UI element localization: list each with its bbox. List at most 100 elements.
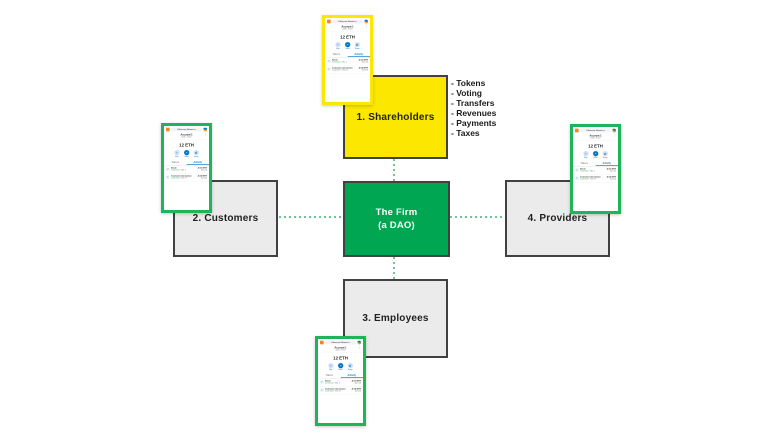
tx-status: Confirmed (332, 69, 341, 72)
kebab-menu-icon: ⋮ (365, 25, 369, 29)
account-avatar (364, 19, 369, 24)
kebab-menu-icon: ⋮ (358, 346, 362, 350)
chevron-down-icon: ▾ (348, 341, 350, 344)
wallet-balance: 12 ETH (340, 34, 355, 40)
tx-status: Confirmed (325, 390, 334, 393)
feature-item: - Revenues (451, 108, 497, 118)
transaction-row: ↗ Send Confirmed · Mar 1 -0.01 ETH -$12.… (318, 378, 363, 387)
transaction-list: ↗ Send Confirmed · Mar 1 -0.01 ETH -$12.… (164, 165, 209, 182)
network-label: Ethereum Mainnet (338, 20, 355, 23)
firm-line2: (a DAO) (378, 220, 415, 231)
account-row: Account 1 0x8C...F2a1 ⋮ (164, 133, 209, 140)
account-name: Account 1 (180, 133, 193, 137)
tx-amount-fiat: -$12.10 (361, 61, 369, 64)
wallet-screenshot-employees: Ethereum Mainnet ▾ Account 1 0x8C...F2a1… (315, 336, 366, 426)
contract-tx-icon: ≡ (327, 67, 331, 72)
wallet-tabs: Tokens Activity (325, 52, 370, 58)
kebab-menu-icon: ⋮ (613, 134, 617, 138)
account-avatar (357, 340, 362, 345)
send-tx-icon: ↗ (320, 380, 324, 385)
node-providers: 4. Providers (505, 180, 610, 257)
wallet-header: Ethereum Mainnet ▾ (573, 127, 618, 134)
tab-tokens: Tokens (332, 53, 340, 56)
buy-button: + Buy (335, 42, 341, 50)
swap-icon: ⇄ (347, 363, 353, 369)
wallet-app-screenshot: Ethereum Mainnet ▾ Account 1 0x8C...F2a1… (573, 127, 618, 211)
swap-button: ⇄ Swap (602, 151, 608, 159)
tx-title: Contract interaction (171, 175, 192, 178)
transaction-row: ≡ Contract interaction Confirmed · Feb 2… (164, 173, 209, 182)
account-address: 0x8C...F2a1 (181, 136, 192, 139)
tx-amount: -0.01 ETH (197, 167, 208, 170)
send-button: ↗ Send (337, 363, 344, 371)
swap-button: ⇄ Swap (193, 150, 199, 158)
tx-amount: -0.01 ETH (358, 59, 369, 62)
tx-amount: -0.02 ETH (351, 388, 362, 391)
tx-date: · Mar 1 (179, 169, 186, 172)
wallet-header: Ethereum Mainnet ▾ (318, 339, 363, 346)
tx-amount-fiat: -$24.20 (354, 390, 362, 393)
tx-status: Confirmed (580, 178, 589, 181)
tx-title: Contract interaction (325, 388, 346, 391)
send-icon: ↗ (344, 42, 351, 48)
tx-title: Contract interaction (580, 176, 601, 179)
contract-tx-icon: ≡ (575, 176, 579, 181)
chevron-down-icon: ▾ (194, 128, 196, 131)
metamask-fox-icon (575, 128, 579, 133)
transaction-row: ↗ Send Confirmed · Mar 1 -0.01 ETH -$12.… (573, 166, 618, 175)
wallet-action-buttons: + Buy ↗ Send ⇄ Swap (573, 151, 618, 161)
buy-label: Buy (175, 155, 179, 158)
wallet-app-screenshot: Ethereum Mainnet ▾ Account 1 0x8C...F2a1… (164, 126, 209, 210)
buy-icon: + (335, 42, 341, 48)
send-button: ↗ Send (592, 151, 599, 159)
feature-item: - Voting (451, 88, 482, 98)
tx-title: Send (171, 167, 177, 170)
buy-label: Buy (329, 368, 333, 371)
send-button: ↗ Send (183, 150, 190, 158)
wallet-action-buttons: + Buy ↗ Send ⇄ Swap (325, 42, 370, 52)
account-avatar (612, 128, 617, 133)
tx-amount-fiat: -$12.10 (354, 382, 362, 385)
tab-tokens: Tokens (171, 161, 179, 164)
wallet-screenshot-customers: Ethereum Mainnet ▾ Account 1 0x8C...F2a1… (161, 123, 212, 213)
wallet-balance: 12 ETH (333, 355, 348, 361)
transaction-row: ↗ Send Confirmed · Mar 1 -0.01 ETH -$12.… (325, 57, 370, 66)
tx-status: Confirmed (171, 177, 180, 180)
transaction-list: ↗ Send Confirmed · Mar 1 -0.01 ETH -$12.… (318, 378, 363, 395)
wallet-header: Ethereum Mainnet ▾ (325, 18, 370, 25)
metamask-fox-icon (320, 340, 324, 345)
contract-tx-icon: ≡ (166, 175, 170, 180)
account-name: Account 1 (341, 25, 354, 29)
account-name: Account 1 (334, 346, 347, 350)
send-icon: ↗ (592, 151, 599, 157)
node-firm-label: The Firm (a DAO) (376, 206, 418, 232)
account-row: Account 1 0x8C...F2a1 ⋮ (318, 346, 363, 353)
tx-date: · Feb 27 (333, 390, 341, 393)
node-customers-label: 2. Customers (192, 213, 259, 224)
account-address: 0x8C...F2a1 (342, 28, 353, 31)
tx-amount: -0.02 ETH (606, 176, 617, 179)
connector-firm-employees (393, 257, 395, 279)
send-tx-icon: ↗ (166, 167, 170, 172)
send-label: Send (184, 155, 189, 158)
send-icon: ↗ (183, 150, 190, 156)
tab-activity: Activity (340, 373, 363, 379)
send-icon: ↗ (337, 363, 344, 369)
account-row: Account 1 0x8C...F2a1 ⋮ (325, 25, 370, 32)
metamask-fox-icon (327, 19, 331, 24)
swap-button: ⇄ Swap (354, 42, 360, 50)
transaction-list: ↗ Send Confirmed · Mar 1 -0.01 ETH -$12.… (573, 166, 618, 183)
connector-firm-shareholders (393, 159, 395, 181)
tx-amount: -0.01 ETH (606, 168, 617, 171)
node-employees-label: 3. Employees (362, 313, 429, 324)
wallet-tabs: Tokens Activity (318, 373, 363, 379)
send-label: Send (345, 47, 350, 50)
tx-amount: -0.02 ETH (358, 67, 369, 70)
tab-activity: Activity (347, 52, 370, 58)
buy-label: Buy (584, 156, 588, 159)
buy-button: + Buy (583, 151, 589, 159)
network-label: Ethereum Mainnet (586, 129, 603, 132)
tx-amount-fiat: -$24.20 (200, 177, 208, 180)
tx-date: · Feb 27 (340, 69, 348, 72)
